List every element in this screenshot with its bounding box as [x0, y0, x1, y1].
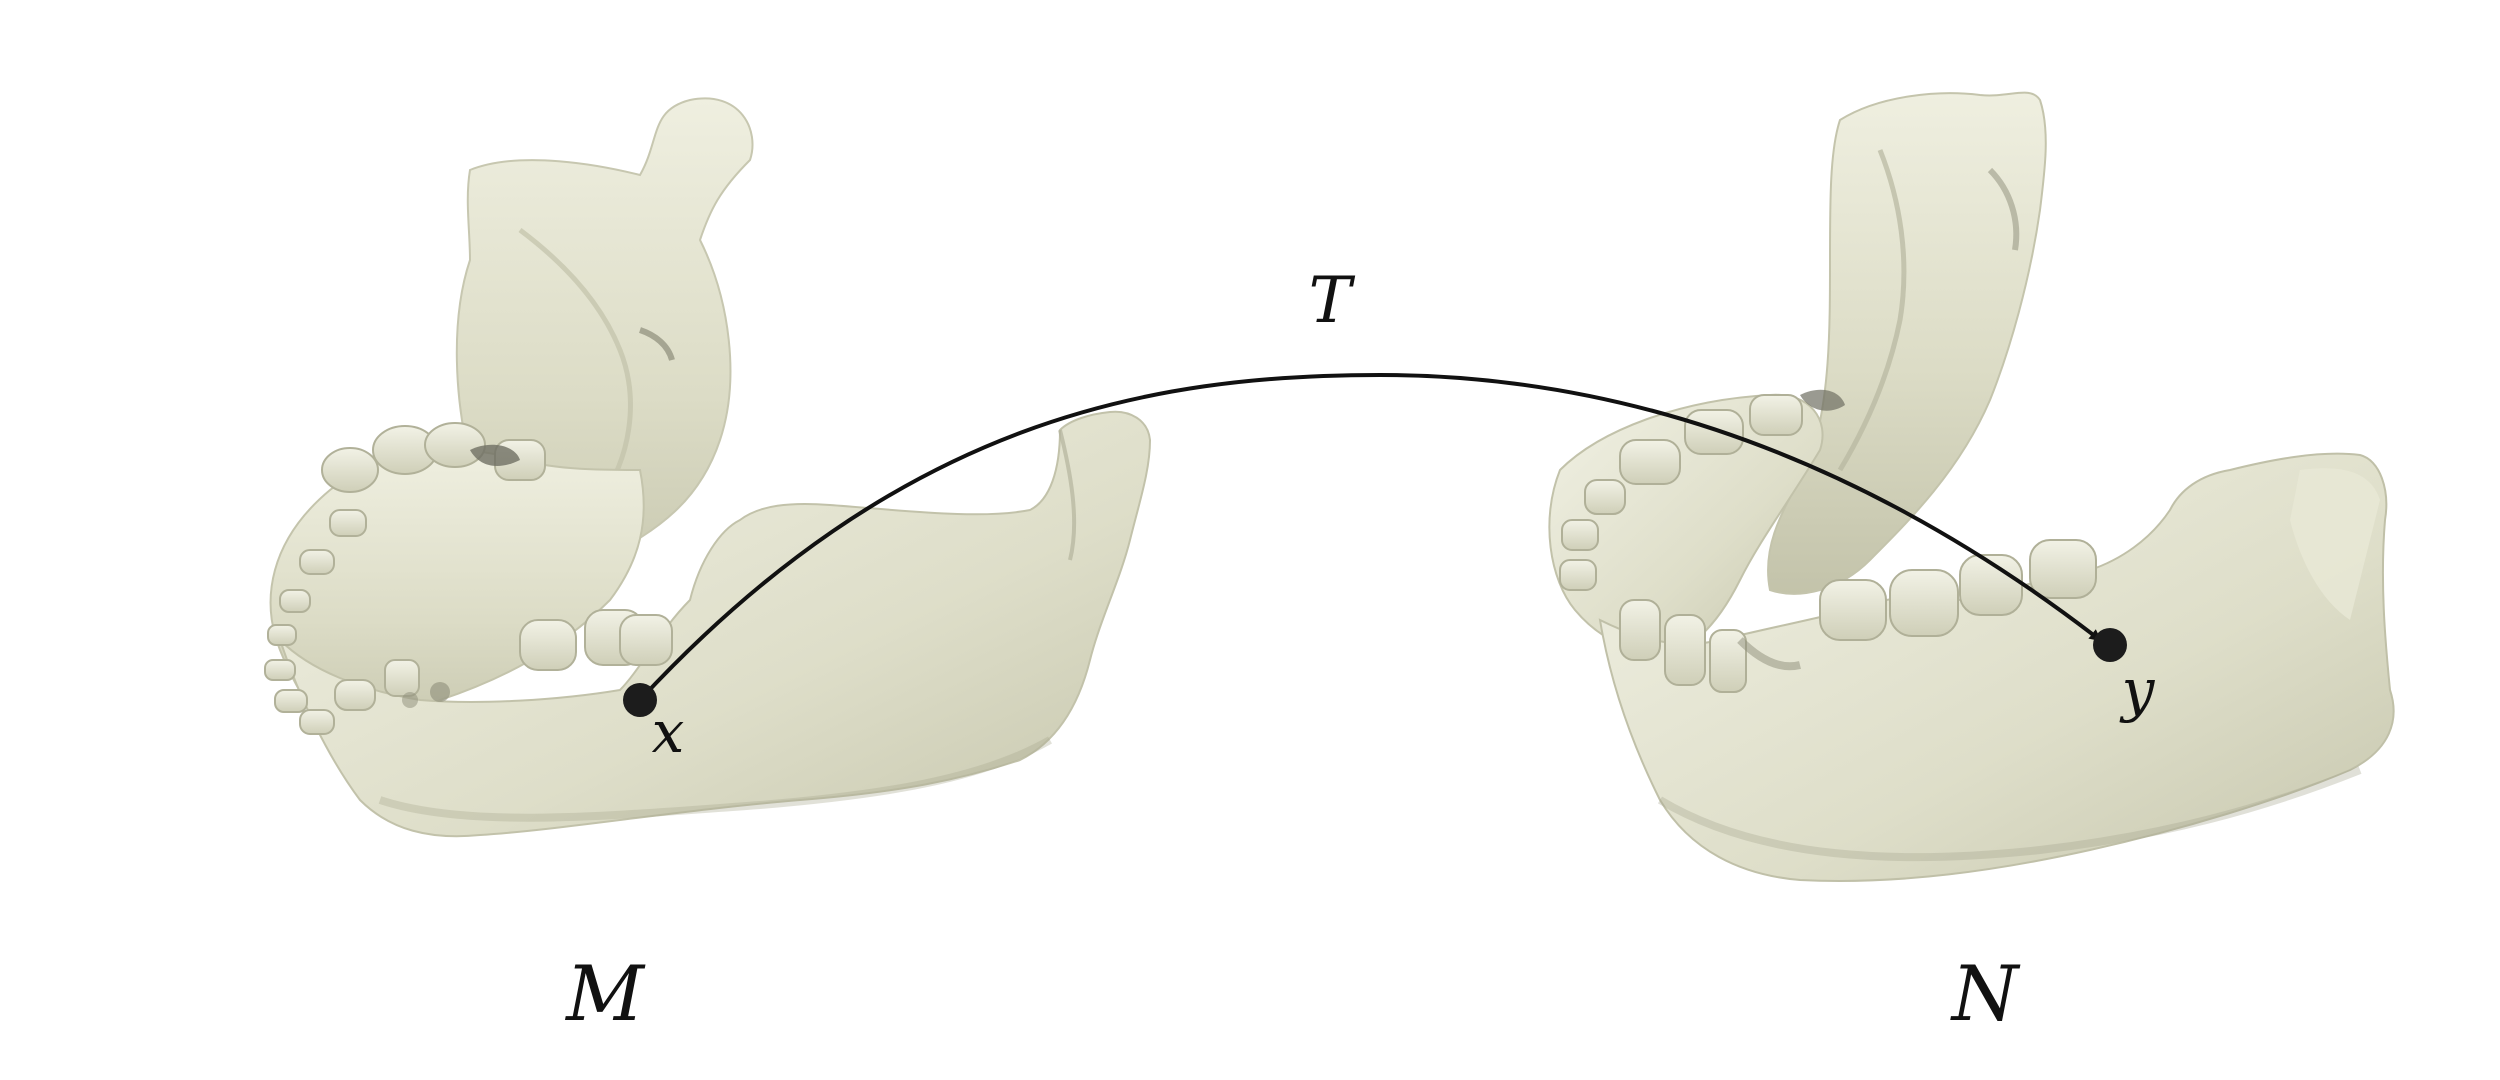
source-teeth	[264, 422, 673, 735]
map-arrow	[638, 372, 2102, 702]
source-point-label: x	[652, 698, 685, 766]
target-teeth	[1559, 394, 2097, 693]
target-point-label: y	[2119, 656, 2156, 724]
target-mandible	[1548, 91, 2395, 882]
map-label: T	[1309, 264, 1356, 338]
source-point-x	[623, 683, 657, 717]
target-shape-label: N	[1950, 949, 2021, 1038]
source-mandible	[264, 97, 1152, 838]
target-point-y	[2093, 628, 2127, 662]
source-shape-label: M	[564, 949, 646, 1038]
target-left-ramus	[1767, 91, 2047, 595]
target-arch	[1548, 393, 1824, 654]
